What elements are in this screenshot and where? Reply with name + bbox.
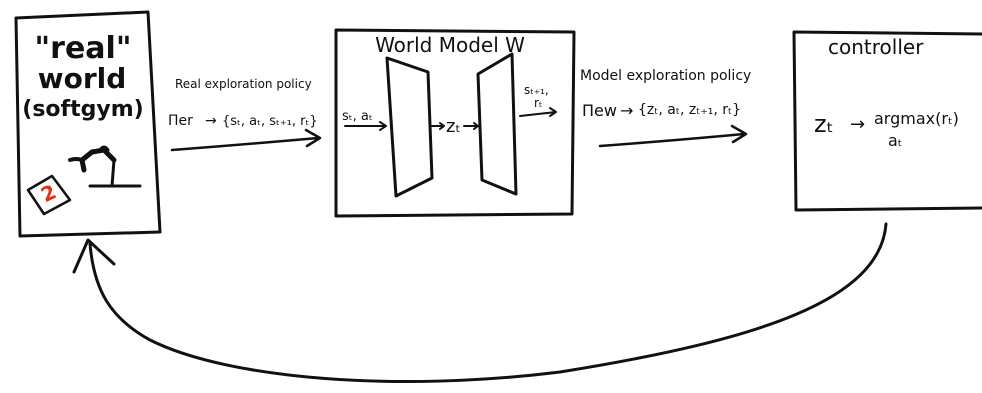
world-model-title: World Model W	[375, 33, 525, 57]
real-policy-arrow	[170, 136, 320, 152]
world-model-latent: zₜ	[446, 116, 461, 137]
controller-box	[792, 30, 982, 212]
model-policy-arrow	[598, 132, 746, 148]
real-world-box	[14, 10, 162, 238]
paper-icon: 2	[26, 174, 72, 216]
world-model-input: sₜ, aₜ	[342, 109, 373, 124]
feedback-arrow	[72, 222, 888, 383]
controller-argmax-sub: aₜ	[888, 131, 903, 150]
real-world-title-line2: world	[38, 62, 127, 95]
decoder-shape	[476, 52, 518, 196]
model-policy-symbol: Πew	[582, 101, 617, 120]
real-world-title-line1: "real"	[35, 31, 132, 66]
model-policy-arrow-small: →	[620, 101, 633, 120]
real-policy-tuple: {sₜ, aₜ, sₜ₊₁, rₜ}	[222, 114, 318, 129]
latent-out-arrow	[463, 122, 479, 130]
controller-arrow-small: →	[850, 114, 865, 135]
controller-title: controller	[828, 35, 924, 59]
feedback-arrowhead	[72, 238, 116, 274]
real-policy-group: Real exploration policy Πer → {sₜ, aₜ, s…	[168, 77, 322, 152]
controller-node: controller zₜ → argmax(rₜ) aₜ	[792, 30, 982, 212]
real-policy-arrowhead	[304, 128, 322, 148]
world-model-node: World Model W sₜ, aₜ zₜ sₜ₊₁, rₜ	[334, 28, 576, 218]
real-policy-symbol: Πer	[168, 113, 193, 129]
world-model-output-line2: rₜ	[534, 96, 542, 110]
input-arrow	[344, 121, 387, 131]
real-policy-arrow-small: →	[205, 113, 217, 129]
latent-in-arrow	[431, 122, 445, 130]
controller-argmax: argmax(rₜ)	[874, 109, 959, 128]
model-policy-tuple: {zₜ, aₜ, zₜ₊₁, rₜ}	[638, 102, 741, 118]
world-model-box	[334, 28, 576, 218]
feedback-curve	[88, 222, 888, 383]
robot-arm-icon	[68, 145, 142, 188]
real-policy-label: Real exploration policy	[175, 77, 312, 91]
controller-latent: zₜ	[814, 110, 834, 138]
real-world-title-line3: (softgym)	[22, 97, 143, 122]
model-policy-label: Model exploration policy	[580, 68, 751, 84]
output-arrow	[519, 107, 557, 117]
model-policy-group: Model exploration policy Πew → {zₜ, aₜ, …	[580, 68, 751, 148]
model-policy-arrowhead	[730, 124, 748, 144]
world-model-output-line1: sₜ₊₁,	[524, 83, 549, 97]
real-world-node: "real" world (softgym) 2	[14, 10, 162, 238]
encoder-shape	[385, 56, 434, 198]
